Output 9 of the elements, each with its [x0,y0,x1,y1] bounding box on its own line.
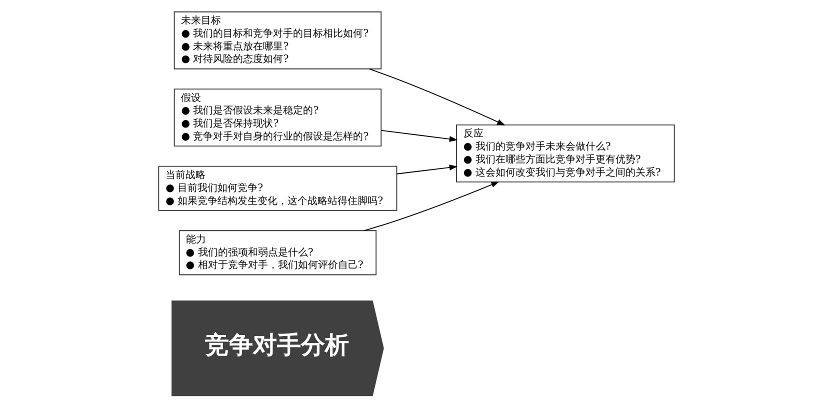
node-box: 反应 ● 我们的竞争对手未来会做什么? ● 我们在哪些方面比竞争对手更有优势? ● 这会如何改变我们与竞争对手之间的关系? [456,124,675,182]
arrow [368,68,506,126]
arrow [396,164,458,174]
arrow [380,130,458,142]
arrow [364,181,500,232]
node-box: 未来目标 ● 我们的目标和竞争对手的目标相比如何? ● 未来将重点放在哪里? ● 对待风险的态度如何? [174,11,382,70]
node-box: 假设 ● 我们是否假设未来是稳定的? ● 我们是否保持现状? ● 竞争对手对自身的行业的假设是怎样的? [174,88,382,147]
node-box: 当前战略 ● 目前我们如何竞争? ● 如果竞争结构发生变化，这个战略站得住脚吗? [158,166,398,211]
node-box: 能力 ● 我们的强项和弱点是什么? ● 相对于竞争对手，我们如何评价自己? [178,230,377,276]
